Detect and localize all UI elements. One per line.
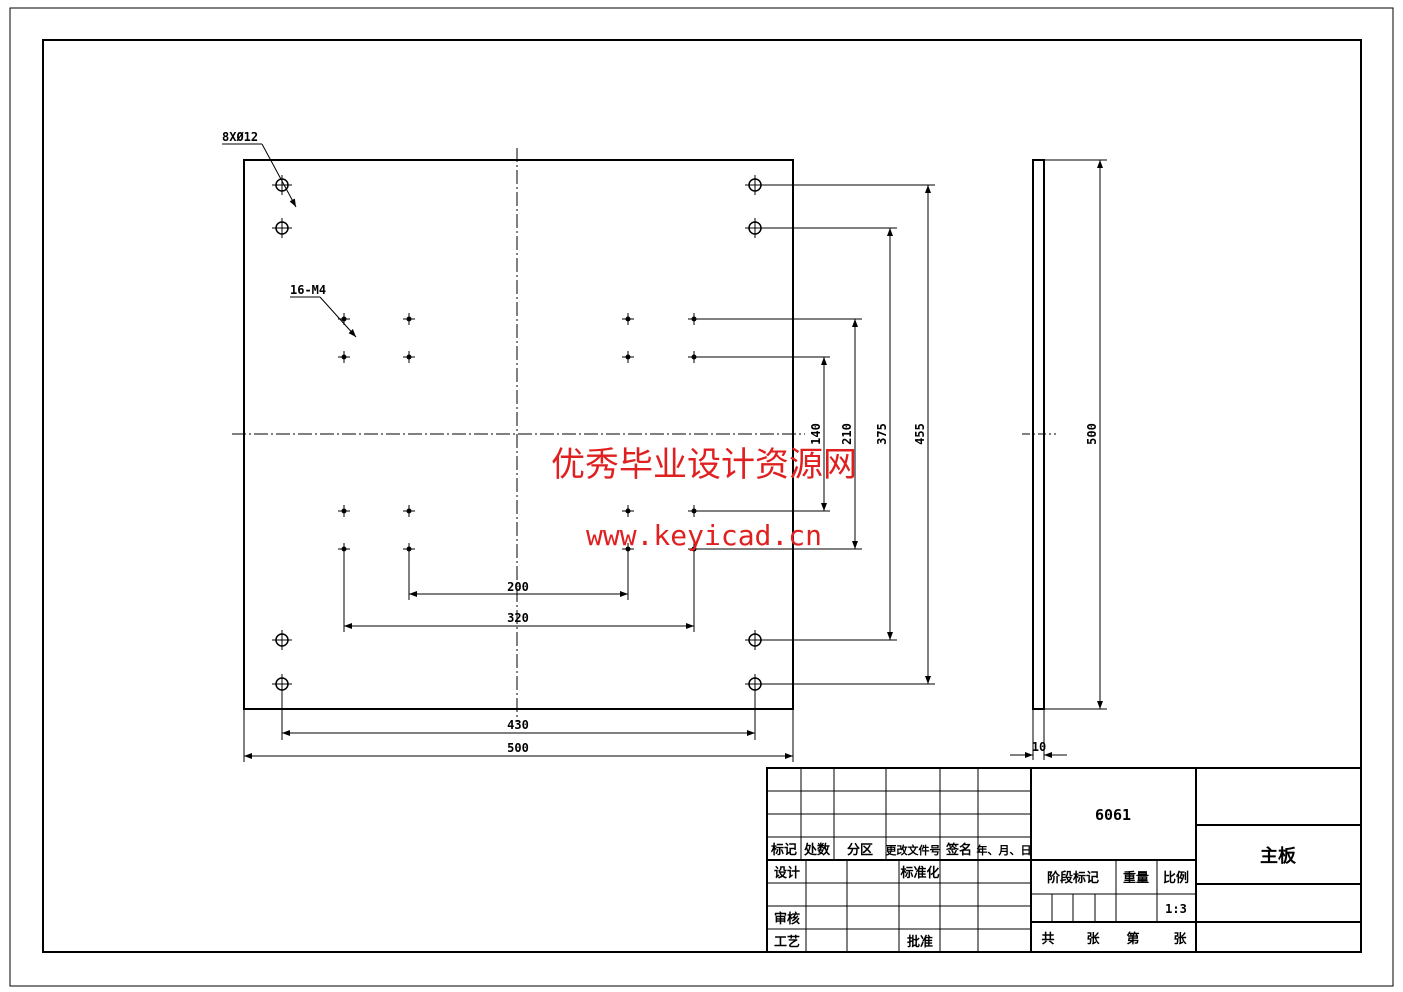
tb-design: 设计 — [774, 865, 800, 881]
leader-line — [261, 143, 297, 208]
tb-stage: 阶段标记 — [1047, 870, 1099, 886]
dim-455: 455 — [913, 423, 927, 445]
horizontal-dimensions: 200 320 430 500 — [243, 549, 794, 762]
tb-total: 共 — [1041, 931, 1054, 947]
small-hole — [622, 505, 634, 517]
tb-col-count: 处数 — [803, 842, 831, 858]
large-hole — [272, 175, 292, 195]
dim-320: 320 — [507, 611, 529, 625]
dim-375: 375 — [875, 423, 889, 445]
tb-standard: 标准化 — [899, 865, 939, 881]
vertical-dimensions: 140 210 375 455 — [697, 184, 935, 685]
small-hole — [403, 505, 415, 517]
dim-10: 10 — [1032, 740, 1046, 754]
tb-sheet-no: 第 — [1126, 931, 1139, 947]
front-view: 8XØ12 16-M4 — [222, 130, 805, 722]
tb-sheets: 张 — [1086, 932, 1100, 947]
tb-col-sign: 签名 — [945, 842, 972, 858]
large-holes — [272, 175, 765, 694]
dim-500-bottom: 500 — [507, 741, 529, 755]
tb-col-mark: 标记 — [770, 842, 797, 858]
tb-review: 审核 — [774, 911, 800, 927]
side-view: 500 10 — [1010, 159, 1107, 760]
tb-material: 6061 — [1095, 806, 1131, 824]
tb-sheets2: 张 — [1173, 932, 1187, 947]
watermark-title: 优秀毕业设计资源网 — [551, 445, 857, 485]
inner-border — [42, 39, 1362, 953]
dim-210: 210 — [840, 423, 854, 445]
watermark-url: www.keyicad.cn — [586, 519, 822, 552]
title-block: 标记 处数 分区 更改文件号 签名 年、月、日 设计 标准化 审核 工艺 批准 … — [766, 767, 1362, 953]
small-hole — [622, 351, 634, 363]
small-hole — [403, 351, 415, 363]
small-hole — [403, 313, 415, 325]
small-hole — [338, 505, 350, 517]
dim-430: 430 — [507, 718, 529, 732]
outer-border — [9, 7, 1394, 987]
dim-200: 200 — [507, 580, 529, 594]
tb-approve: 批准 — [907, 934, 933, 950]
tb-process: 工艺 — [774, 934, 800, 950]
dim-500-side: 500 — [1085, 423, 1099, 445]
small-hole — [338, 351, 350, 363]
tb-col-date: 年、月、日 — [977, 843, 1032, 857]
tb-ratio: 比例 — [1163, 870, 1189, 886]
tb-scale: 1:3 — [1165, 902, 1187, 916]
small-hole-label: 16-M4 — [290, 283, 326, 297]
leader-line — [319, 296, 357, 338]
small-hole — [622, 313, 634, 325]
tb-col-zone: 分区 — [847, 842, 873, 858]
tb-col-change: 更改文件号 — [886, 843, 941, 857]
dim-140: 140 — [809, 423, 823, 445]
tb-part-name: 主板 — [1260, 845, 1297, 867]
large-hole — [272, 630, 292, 650]
tb-weight: 重量 — [1123, 870, 1149, 886]
small-holes — [338, 313, 700, 555]
large-hole-label: 8XØ12 — [222, 130, 258, 144]
large-hole — [272, 218, 292, 238]
